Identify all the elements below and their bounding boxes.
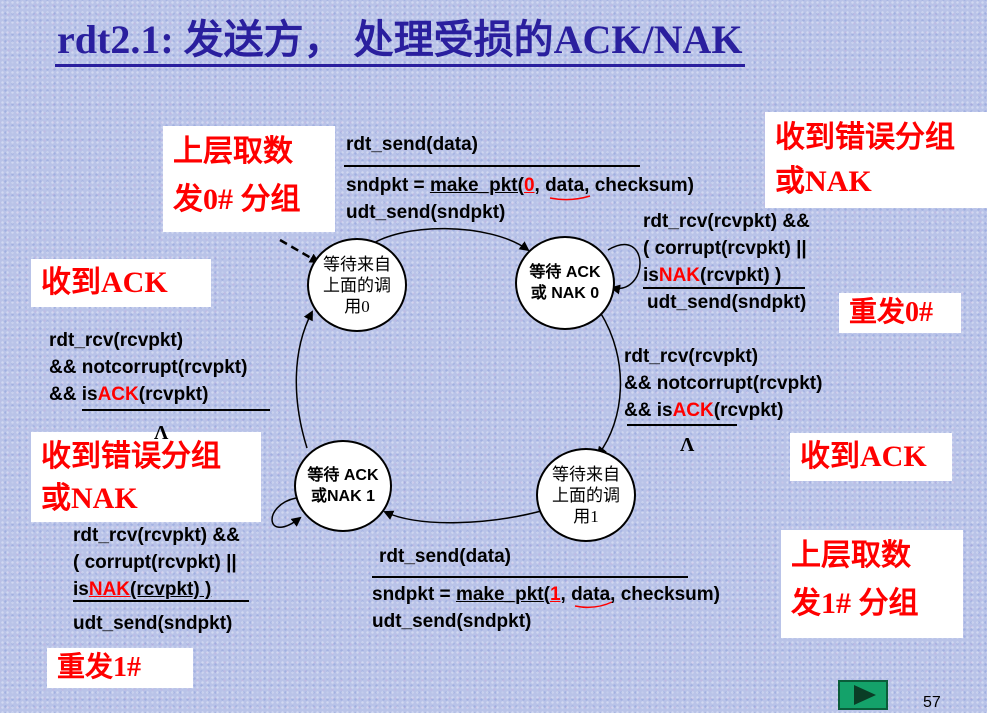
initial-arrow: [279, 238, 320, 264]
play-triangle-icon: [854, 685, 876, 705]
transition-top-divider: [344, 165, 640, 167]
transition-left-divider: [82, 409, 270, 411]
note-resend0: 重发0#: [839, 293, 961, 333]
state-wait-ack0: 等待 ACK 或 NAK 0: [515, 236, 615, 330]
note-upper-send0: 上层取数 发0# 分组: [163, 126, 335, 232]
transition-left-lambda: Λ: [154, 422, 169, 444]
transition-top-event: rdt_send(data): [346, 134, 478, 155]
arrow-self-ack1: [271, 497, 302, 528]
arrow-bottom: [383, 509, 546, 524]
underline-squiggle-top: [549, 195, 591, 201]
transition-left: rdt_rcv(rcvpkt) && notcorrupt(rcvpkt) &&…: [49, 330, 248, 405]
transition-self-ack1: rdt_rcv(rcvpkt) && ( corrupt(rcvpkt) || …: [73, 525, 240, 600]
transition-bottom-event: rdt_send(data): [379, 546, 511, 567]
note-recv-ack-left: 收到ACK: [31, 259, 211, 307]
state-wait-ack1: 等待 ACK 或NAK 1: [294, 440, 392, 532]
transition-right-divider: [627, 424, 737, 426]
next-slide-button[interactable]: [838, 680, 888, 710]
arrow-top: [367, 227, 530, 252]
page-number: 57: [923, 694, 941, 711]
transition-self-ack1-divider: [73, 600, 249, 602]
arrow-self-ack0: [607, 243, 641, 295]
note-upper-send1: 上层取数 发1# 分组: [781, 530, 963, 638]
arrow-left: [295, 310, 313, 449]
note-corrupt-nak-left: 收到错误分组 或NAK: [31, 432, 261, 522]
page-title: rdt2.1: 发送方， 处理受损的ACK/NAK: [55, 16, 745, 67]
state-wait-call0: 等待来自上面的调用0: [307, 238, 407, 332]
transition-self-ack0-divider: [643, 287, 805, 289]
transition-right: rdt_rcv(rcvpkt) && notcorrupt(rcvpkt) &&…: [624, 346, 823, 421]
note-resend1: 重发1#: [47, 648, 193, 688]
transition-bottom-divider: [372, 576, 688, 578]
transition-self-ack0: rdt_rcv(rcvpkt) && ( corrupt(rcvpkt) || …: [643, 211, 810, 286]
underline-squiggle-bottom: [574, 601, 613, 609]
note-corrupt-nak-top: 收到错误分组 或NAK: [765, 112, 987, 208]
transition-bottom-action: sndpkt = make_pkt(1, data, checksum) udt…: [372, 584, 720, 632]
transition-self-ack0-action: udt_send(sndpkt): [647, 292, 807, 313]
state-wait-call1: 等待来自上面的调用1: [536, 448, 636, 542]
transition-self-ack1-action: udt_send(sndpkt): [73, 613, 233, 634]
transition-right-lambda: Λ: [680, 434, 695, 456]
transition-top-action: sndpkt = make_pkt(0, data, checksum) udt…: [346, 175, 694, 223]
arrow-right: [596, 311, 622, 457]
note-recv-ack-right: 收到ACK: [790, 433, 952, 481]
